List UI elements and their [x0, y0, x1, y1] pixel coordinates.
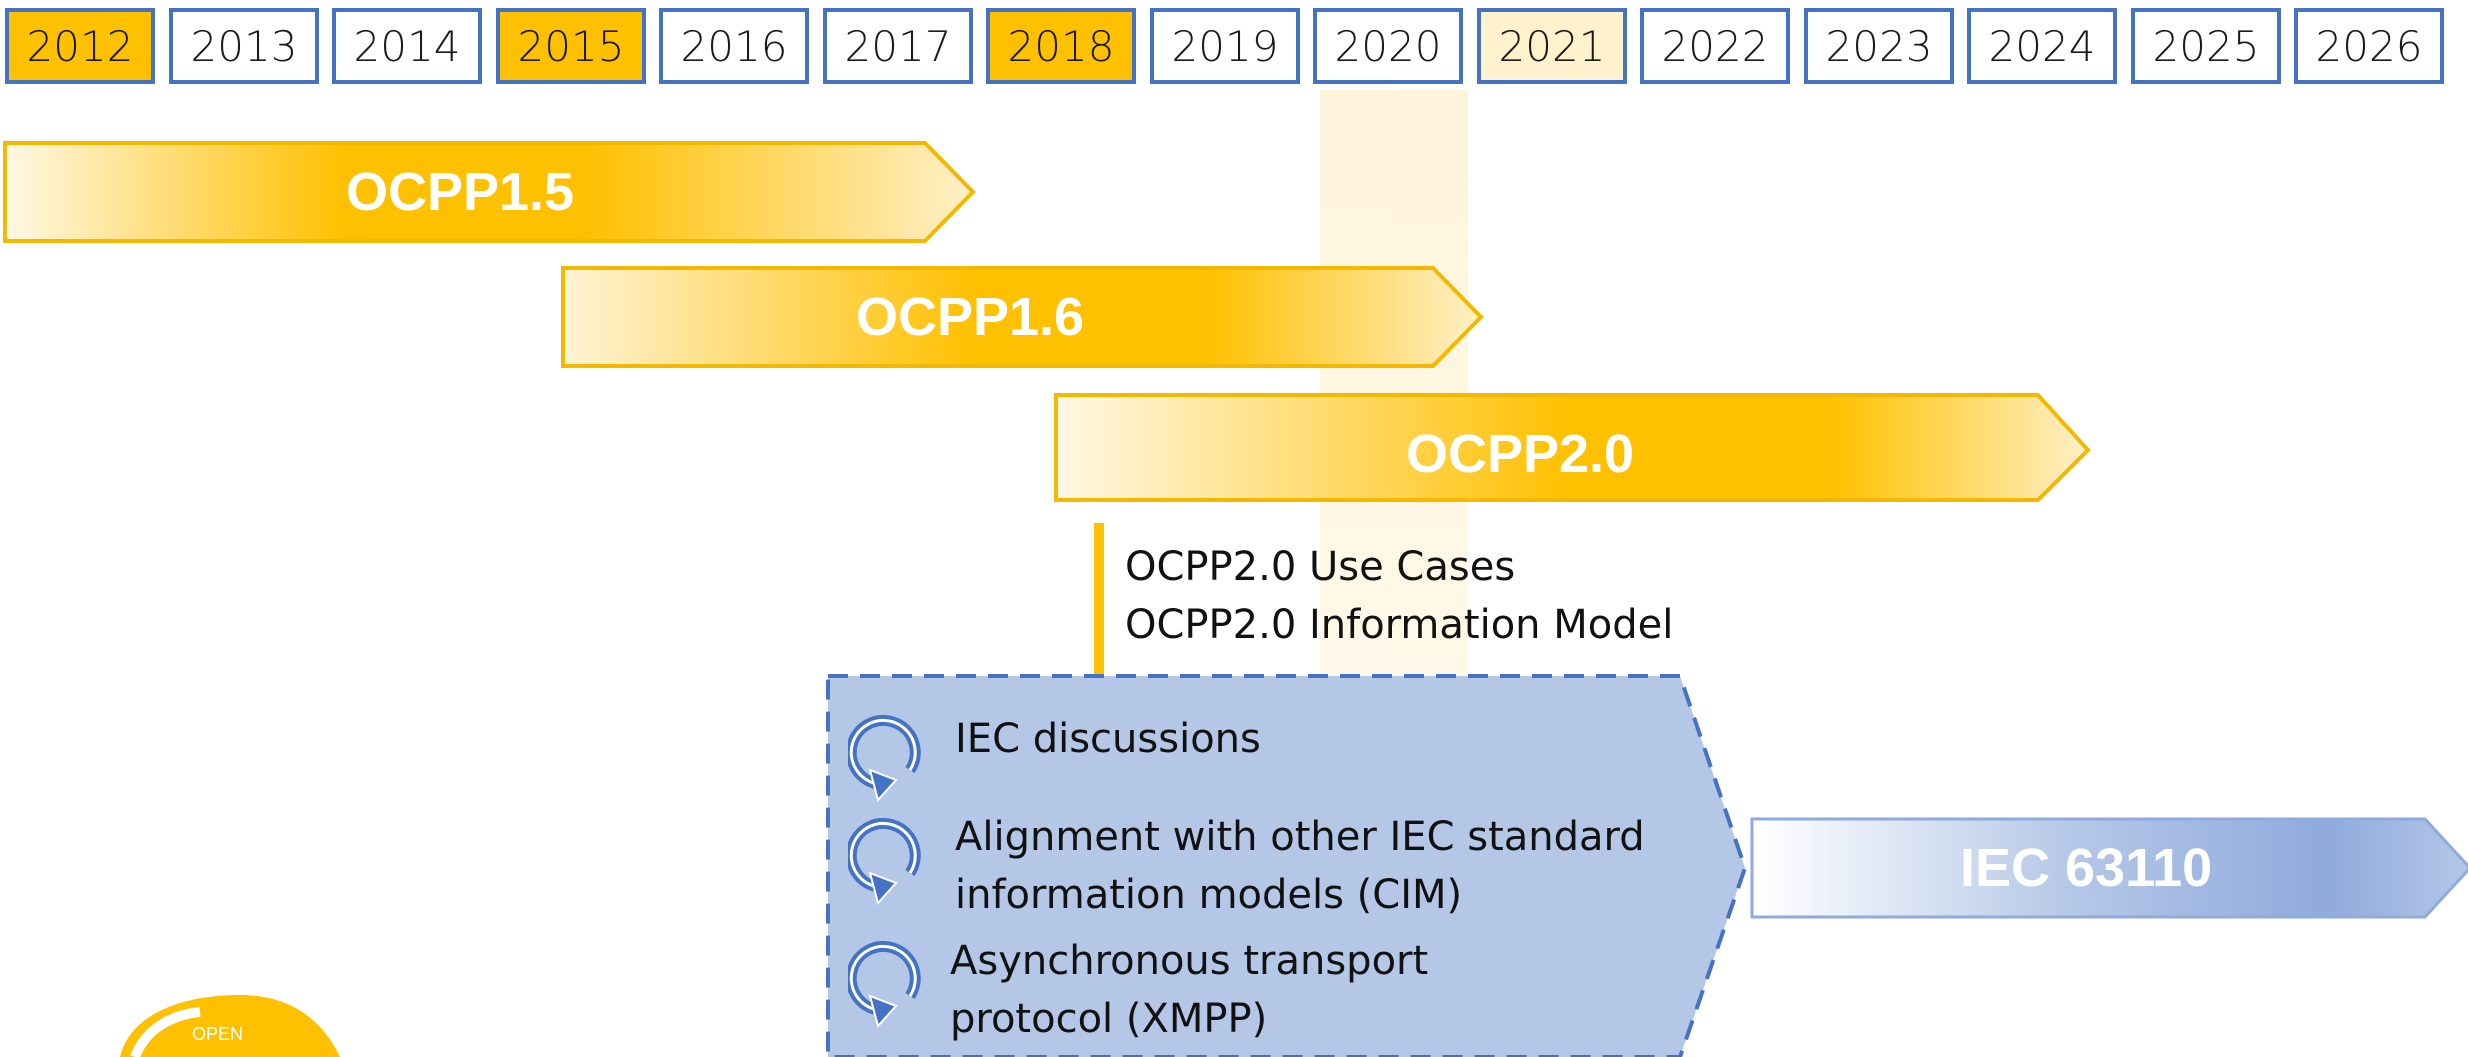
iec-process-item: IEC discussions — [955, 710, 1261, 768]
year-2017: 2017 — [823, 8, 973, 84]
ocpp16-label: OCPP1.6 — [855, 287, 1085, 347]
cycle-arrow-icon — [848, 940, 921, 1028]
year-2023: 2023 — [1804, 8, 1954, 84]
open-charge-alliance-logo: OPEN — [120, 995, 340, 1057]
iec-process-item: Alignment with other IEC standard informa… — [955, 808, 1645, 924]
iec-process-item-line: Asynchronous transport — [950, 938, 1429, 984]
ocpp20-label: OCPP2.0 — [1405, 424, 1635, 484]
iec-process-box — [826, 674, 1748, 1057]
year-2019: 2019 — [1150, 8, 1300, 84]
year-2021: 2021 — [1477, 8, 1627, 84]
iec-63110-label: IEC 63110 — [1960, 838, 2213, 898]
year-2024: 2024 — [1967, 8, 2117, 84]
year-2012: 2012 — [5, 8, 155, 84]
year-2021-highlight-column — [1320, 90, 1468, 690]
year-2022: 2022 — [1640, 8, 1790, 84]
iec-63110-arrow — [1750, 817, 2468, 919]
iec-process-item-line: IEC discussions — [955, 716, 1261, 762]
cycle-arrow-icon — [848, 714, 921, 802]
year-2025: 2025 — [2131, 8, 2281, 84]
logo-text: OPEN — [192, 1024, 243, 1044]
year-2014: 2014 — [332, 8, 482, 84]
iec-process-item-line: information models (CIM) — [955, 872, 1463, 918]
year-2015: 2015 — [496, 8, 646, 84]
year-2020: 2020 — [1313, 8, 1463, 84]
year-2026: 2026 — [2294, 8, 2444, 84]
year-2018: 2018 — [986, 8, 1136, 84]
iec-process-item-line: protocol (XMPP) — [950, 996, 1268, 1042]
handover-line-information-model: OCPP2.0 Information Model — [1125, 602, 1674, 648]
cycle-arrow-icon — [848, 817, 921, 905]
iec-process-item-line: Alignment with other IEC standard — [955, 814, 1645, 860]
ocpp16-bar — [561, 266, 1484, 368]
ocpp15-label: OCPP1.5 — [345, 162, 575, 222]
year-2016: 2016 — [659, 8, 809, 84]
ocpp20-bar — [1054, 393, 2091, 502]
handover-line-use-cases: OCPP2.0 Use Cases — [1125, 544, 1516, 590]
iec-process-item: Asynchronous transport protocol (XMPP) — [950, 932, 1428, 1048]
year-2013: 2013 — [169, 8, 319, 84]
ocpp15-bar — [3, 141, 976, 243]
